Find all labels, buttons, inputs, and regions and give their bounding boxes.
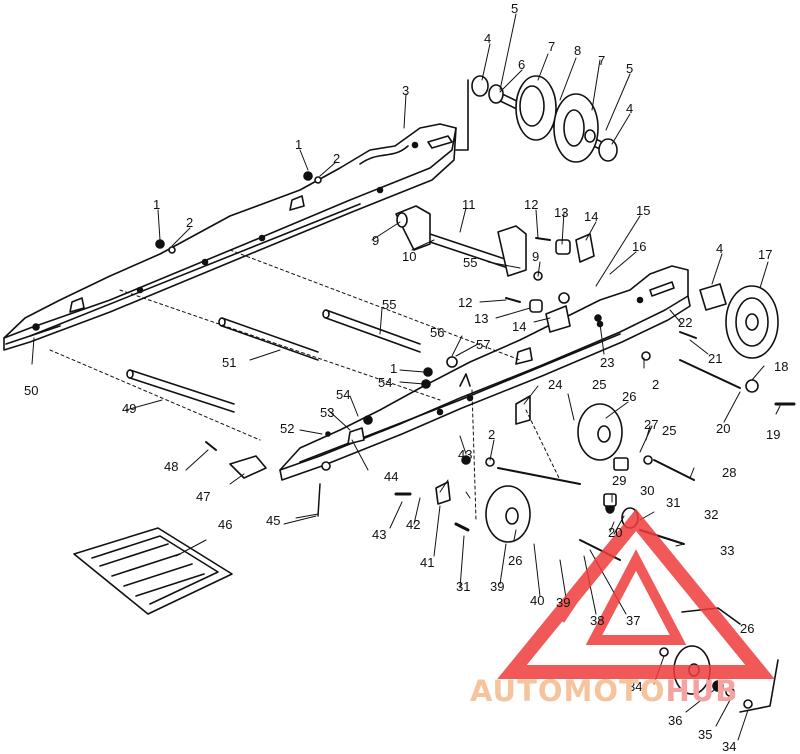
- callout-34: 34: [628, 679, 643, 694]
- callout-24: 24: [548, 377, 563, 392]
- callout-39: 39: [556, 595, 571, 610]
- watermark-text-part1: AUTOMOTO: [470, 674, 666, 708]
- rear-axle-assembly: [395, 205, 543, 281]
- callout-18: 18: [774, 359, 789, 374]
- callout-47: 47: [196, 489, 211, 504]
- callout-26: 26: [622, 389, 637, 404]
- callout-33: 33: [720, 543, 735, 558]
- callout-9: 9: [372, 233, 380, 248]
- callout-44: 44: [384, 469, 399, 484]
- callout-53: 53: [320, 405, 335, 420]
- callout-50: 50: [24, 383, 39, 398]
- callout-36: 36: [668, 713, 683, 728]
- callout-2: 2: [652, 377, 660, 392]
- watermark-text: AUTOMOTOHUB: [470, 676, 738, 706]
- callout-31: 31: [666, 495, 681, 510]
- callout-28: 28: [722, 465, 737, 480]
- callout-26: 26: [508, 553, 523, 568]
- callout-54: 54: [336, 387, 351, 402]
- callout-38: 38: [590, 613, 605, 628]
- callout-1: 1: [153, 197, 161, 212]
- callout-19: 19: [766, 427, 781, 442]
- callout-34: 34: [722, 739, 737, 754]
- callout-14: 14: [512, 319, 527, 334]
- callout-41: 41: [420, 555, 435, 570]
- bolts: [155, 171, 796, 561]
- callout-51: 51: [222, 355, 237, 370]
- callout-57: 57: [476, 337, 491, 352]
- callout-1: 1: [390, 361, 398, 376]
- callout-25: 25: [592, 377, 607, 392]
- watermark-text-part2: HUB: [665, 674, 739, 708]
- callout-27: 27: [644, 417, 659, 432]
- callout-49: 49: [122, 401, 137, 416]
- callout-23: 23: [600, 355, 615, 370]
- callout-9: 9: [532, 249, 540, 264]
- right-rail: [279, 265, 691, 481]
- callout-7: 7: [598, 53, 606, 68]
- callout-43: 43: [372, 527, 387, 542]
- callout-52: 52: [280, 421, 295, 436]
- callout-48: 48: [164, 459, 179, 474]
- callout-46: 46: [218, 517, 233, 532]
- callout-4: 4: [626, 101, 634, 116]
- callout-22: 22: [678, 315, 693, 330]
- callout-12: 12: [524, 197, 539, 212]
- callout-29: 29: [612, 473, 627, 488]
- callout-20: 20: [716, 421, 731, 436]
- watermark-logo: [497, 508, 775, 679]
- callout-12: 12: [458, 295, 473, 310]
- callout-37: 37: [626, 613, 641, 628]
- callout-3: 3: [402, 83, 410, 98]
- callout-8: 8: [574, 43, 582, 58]
- callout-39: 39: [490, 579, 505, 594]
- mid-wheels: [435, 389, 639, 543]
- callout-4: 4: [484, 31, 492, 46]
- callout-26: 26: [740, 621, 755, 636]
- callout-55: 55: [382, 297, 397, 312]
- callout-21: 21: [708, 351, 723, 366]
- callout-54: 54: [378, 375, 393, 390]
- callout-25: 25: [662, 423, 677, 438]
- cross-shafts: [49, 249, 521, 441]
- callout-10: 10: [402, 249, 417, 264]
- callout-6: 6: [518, 57, 526, 72]
- callout-5: 5: [626, 61, 634, 76]
- callout-13: 13: [474, 311, 489, 326]
- callout-13: 13: [554, 205, 569, 220]
- callout-43: 43: [458, 447, 473, 462]
- callout-42: 42: [406, 517, 421, 532]
- callout-32: 32: [704, 507, 719, 522]
- callout-7: 7: [548, 39, 556, 54]
- callout-30: 30: [640, 483, 655, 498]
- left-rail: [3, 123, 457, 351]
- rear-wheel-17: [699, 283, 779, 359]
- top-idler-wheels: [455, 75, 618, 163]
- callout-2: 2: [333, 151, 341, 166]
- callout-35: 35: [698, 727, 713, 742]
- slide-and-clip: [73, 441, 267, 615]
- callout-55: 55: [463, 255, 478, 270]
- callout-56: 56: [430, 325, 445, 340]
- callout-2: 2: [186, 215, 194, 230]
- callout-5: 5: [511, 1, 519, 16]
- callout-16: 16: [632, 239, 647, 254]
- callout-15: 15: [636, 203, 651, 218]
- callout-20: 20: [608, 525, 623, 540]
- callout-4: 4: [716, 241, 724, 256]
- callout-17: 17: [758, 247, 773, 262]
- callout-40: 40: [530, 593, 545, 608]
- callout-1: 1: [295, 137, 303, 152]
- callout-31: 31: [456, 579, 471, 594]
- callout-2: 2: [488, 427, 496, 442]
- leader-lines: [31, 13, 781, 741]
- callout-45: 45: [266, 513, 281, 528]
- callout-14: 14: [584, 209, 599, 224]
- callout-11: 11: [462, 197, 476, 212]
